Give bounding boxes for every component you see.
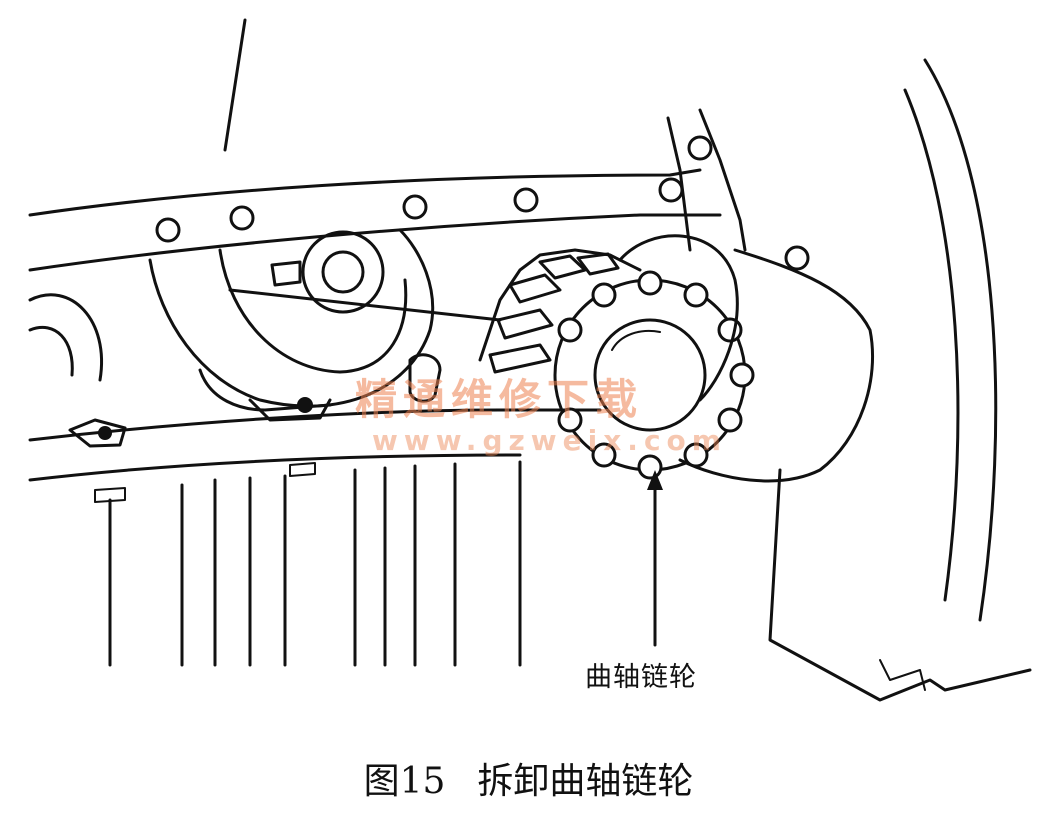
sprocket-face-hub (593, 318, 707, 432)
lower-cover-edge-2 (28, 453, 522, 482)
sprocket-tooth (576, 252, 620, 276)
bolt-hole (658, 177, 684, 203)
bolt-hole (784, 245, 810, 271)
right-notch (879, 659, 926, 691)
caption-title: 拆卸曲轴链轮 (477, 761, 694, 802)
callout-arrowhead (647, 470, 663, 490)
left-pulley-inner (28, 325, 74, 377)
figure-caption: 图15 拆卸曲轴链轮 (0, 752, 1057, 804)
callout-label: 曲轴链轮 (585, 662, 697, 693)
bolt-hole (155, 217, 181, 243)
bolt-stud (408, 353, 442, 403)
bolt-hole (687, 135, 713, 161)
right-curve-outer (923, 58, 998, 622)
cover-plate-top-edge (28, 168, 702, 217)
guide-line (228, 288, 502, 322)
shaft-collar-inner (321, 250, 365, 294)
sprocket-tooth (508, 273, 562, 304)
cover-plate-inner-edge (28, 213, 722, 272)
bolt-hole (229, 205, 255, 231)
timing-cover-boss (618, 234, 739, 402)
watermark-text: 精通维修下载 (355, 375, 644, 424)
sprocket-tooth (488, 343, 552, 374)
left-flange (68, 418, 127, 448)
sprocket-tooth (538, 254, 587, 280)
tensioner-bracket (248, 398, 332, 422)
bolt-hole (513, 187, 539, 213)
engine-outline-top (223, 18, 247, 152)
bolt-hole (402, 194, 428, 220)
right-curve-inner (903, 88, 960, 602)
shaft-collar-outer (301, 230, 385, 314)
shaft-key (270, 260, 302, 287)
sprocket-tooth (496, 308, 554, 340)
sprocket-hub-highlight (611, 330, 661, 351)
watermark-url: www.gzweix.com (372, 424, 727, 457)
tensioner-arm (198, 368, 332, 412)
caption-number: 图15 (363, 761, 446, 802)
tensioner-bolt (297, 397, 313, 413)
right-outline (678, 248, 875, 483)
right-bottom-outline (768, 468, 1032, 702)
left-pulley-outer (28, 293, 103, 382)
flange-bolt (98, 426, 112, 440)
bottom-bolt (94, 487, 126, 503)
sprocket-teeth-ring (557, 270, 755, 480)
pump-housing-inner (218, 248, 408, 374)
pump-housing (148, 228, 435, 408)
right-bracket (666, 108, 747, 252)
bottom-bolt-2 (289, 462, 316, 477)
